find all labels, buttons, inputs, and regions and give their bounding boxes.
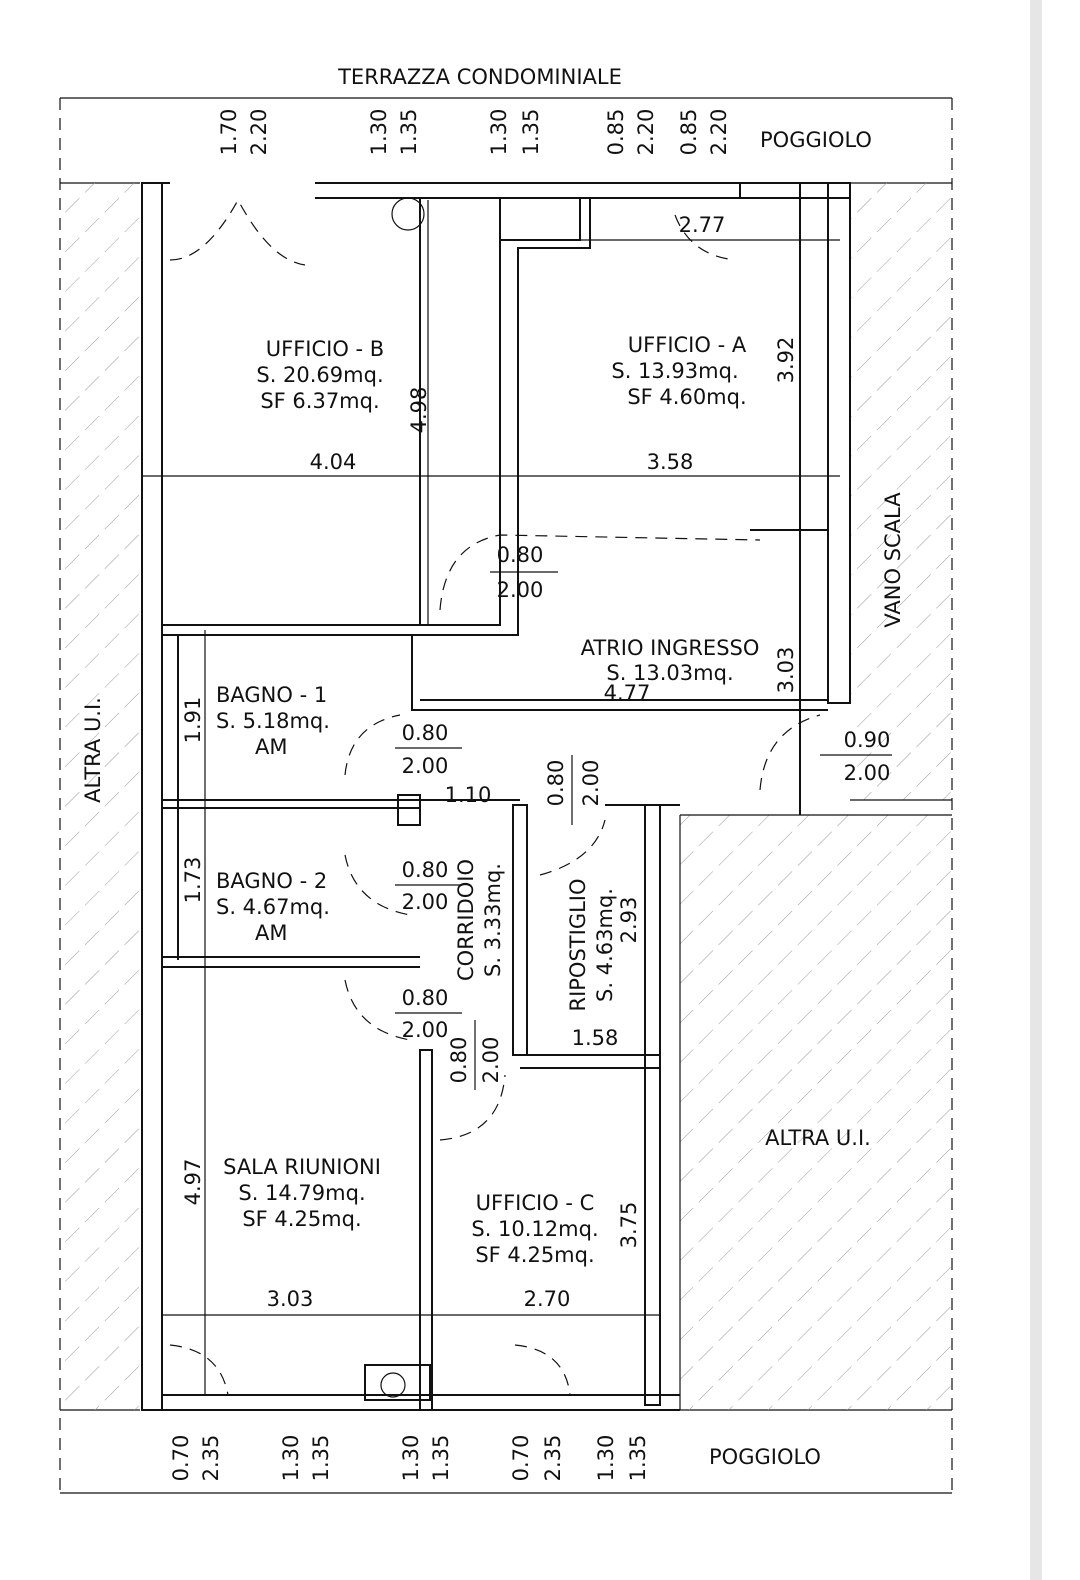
svg-text:1.35: 1.35: [397, 109, 421, 156]
hatch-right-unit: [680, 815, 952, 1410]
hatch-left-unit: [60, 183, 140, 1410]
svg-text:S. 13.03mq.: S. 13.03mq.: [606, 661, 733, 685]
svg-text:0.80: 0.80: [402, 858, 449, 882]
svg-text:2.70: 2.70: [524, 1287, 571, 1311]
svg-text:2.93: 2.93: [617, 897, 641, 944]
other-unit-right-label: ALTRA U.I.: [765, 1126, 871, 1150]
svg-text:4.77: 4.77: [604, 681, 651, 705]
svg-text:S. 14.79mq.: S. 14.79mq.: [238, 1181, 365, 1205]
svg-text:2.00: 2.00: [402, 890, 449, 914]
svg-text:3.58: 3.58: [647, 450, 694, 474]
svg-text:UFFICIO - B: UFFICIO - B: [266, 337, 384, 361]
svg-text:3.92: 3.92: [774, 337, 798, 384]
svg-text:1.70: 1.70: [217, 109, 241, 156]
svg-text:2.77: 2.77: [679, 213, 726, 237]
svg-text:1.30: 1.30: [487, 109, 511, 156]
walls: [141, 182, 851, 1411]
svg-text:1.58: 1.58: [572, 1026, 619, 1050]
svg-text:SF 4.60mq.: SF 4.60mq.: [627, 385, 746, 409]
svg-text:0.90: 0.90: [844, 728, 891, 752]
svg-text:S. 20.69mq.: S. 20.69mq.: [256, 363, 383, 387]
svg-text:0.80: 0.80: [447, 1037, 471, 1084]
svg-text:1.91: 1.91: [181, 697, 205, 744]
svg-text:AM: AM: [255, 735, 287, 759]
svg-text:4.98: 4.98: [407, 387, 431, 434]
svg-text:2.00: 2.00: [479, 1037, 503, 1084]
room-ufficio-a: UFFICIO - A S. 13.93mq. SF 4.60mq. 3.58 …: [611, 213, 798, 474]
svg-text:1.35: 1.35: [519, 109, 543, 156]
window-dims-bottom: 0.70 2.35 1.30 1.35 1.30 1.35 0.70 2.35 …: [169, 1435, 650, 1482]
svg-text:0.80: 0.80: [497, 543, 544, 567]
svg-text:2.00: 2.00: [579, 760, 603, 807]
svg-text:1.10: 1.10: [445, 783, 492, 807]
svg-text:1.30: 1.30: [399, 1435, 423, 1482]
stair-label: VANO SCALA: [881, 492, 905, 628]
svg-text:2.00: 2.00: [402, 1018, 449, 1042]
hatch-stair: [850, 183, 952, 800]
svg-text:0.80: 0.80: [544, 760, 568, 807]
window-dims-top: 1.70 2.20 1.30 1.35 1.30 1.35 0.85 2.20 …: [217, 109, 731, 156]
room-atrio: ATRIO INGRESSO S. 13.03mq. 4.77 3.03: [581, 636, 798, 705]
svg-text:CORRIDOIO: CORRIDOIO: [454, 859, 478, 981]
svg-text:UFFICIO - A: UFFICIO - A: [628, 333, 747, 357]
svg-text:2.20: 2.20: [707, 109, 731, 156]
svg-text:0.80: 0.80: [402, 986, 449, 1010]
svg-text:0.85: 0.85: [677, 109, 701, 156]
svg-text:S. 10.12mq.: S. 10.12mq.: [471, 1217, 598, 1241]
svg-text:BAGNO - 1: BAGNO - 1: [216, 683, 327, 707]
terrace-label: TERRAZZA CONDOMINIALE: [337, 65, 622, 89]
svg-text:SF 6.37mq.: SF 6.37mq.: [260, 389, 379, 413]
scrollbar[interactable]: [1030, 0, 1042, 1580]
balcony-top-label: POGGIOLO: [760, 128, 872, 152]
svg-text:RIPOSTIGLIO: RIPOSTIGLIO: [566, 878, 590, 1011]
svg-text:2.00: 2.00: [497, 578, 544, 602]
room-bagno-1: BAGNO - 1 S. 5.18mq. AM 1.91: [181, 683, 330, 759]
door-swings: [169, 198, 821, 1396]
other-unit-left-label: ALTRA U.I.: [81, 697, 105, 803]
svg-text:1.35: 1.35: [309, 1435, 333, 1482]
svg-text:2.35: 2.35: [199, 1435, 223, 1482]
svg-text:4.04: 4.04: [310, 450, 357, 474]
room-corridoio: CORRIDOIO S. 3.33mq. 1.10: [445, 783, 505, 981]
svg-text:3.03: 3.03: [774, 647, 798, 694]
svg-text:SF 4.25mq.: SF 4.25mq.: [475, 1243, 594, 1267]
svg-text:S. 4.67mq.: S. 4.67mq.: [216, 895, 330, 919]
room-bagno-2: BAGNO - 2 S. 4.67mq. AM 1.73: [181, 857, 330, 945]
svg-text:2.20: 2.20: [247, 109, 271, 156]
svg-text:2.35: 2.35: [541, 1435, 565, 1482]
svg-text:1.30: 1.30: [367, 109, 391, 156]
room-ufficio-c: UFFICIO - C S. 10.12mq. SF 4.25mq. 2.70 …: [471, 1191, 641, 1311]
svg-text:0.85: 0.85: [604, 109, 628, 156]
room-ufficio-b: UFFICIO - B S. 20.69mq. SF 6.37mq. 4.04 …: [256, 337, 431, 474]
svg-text:UFFICIO - C: UFFICIO - C: [476, 1191, 595, 1215]
svg-text:2.00: 2.00: [844, 761, 891, 785]
svg-text:1.30: 1.30: [594, 1435, 618, 1482]
svg-text:1.35: 1.35: [626, 1435, 650, 1482]
svg-text:SALA RIUNIONI: SALA RIUNIONI: [223, 1155, 381, 1179]
room-ripostiglio: RIPOSTIGLIO S. 4.63mq. 2.93 1.58: [566, 878, 641, 1050]
svg-text:0.80: 0.80: [402, 721, 449, 745]
svg-text:1.35: 1.35: [429, 1435, 453, 1482]
svg-text:SF 4.25mq.: SF 4.25mq.: [242, 1207, 361, 1231]
room-sala-riunioni: SALA RIUNIONI S. 14.79mq. SF 4.25mq. 3.0…: [181, 1155, 381, 1311]
svg-text:1.30: 1.30: [279, 1435, 303, 1482]
svg-text:3.03: 3.03: [267, 1287, 314, 1311]
svg-text:AM: AM: [255, 921, 287, 945]
balcony-bottom-label: POGGIOLO: [709, 1445, 821, 1469]
svg-text:S. 13.93mq.: S. 13.93mq.: [611, 359, 738, 383]
svg-text:BAGNO - 2: BAGNO - 2: [216, 869, 327, 893]
svg-text:4.97: 4.97: [181, 1159, 205, 1206]
svg-text:0.70: 0.70: [509, 1435, 533, 1482]
svg-text:2.00: 2.00: [402, 754, 449, 778]
svg-text:2.20: 2.20: [634, 109, 658, 156]
svg-text:3.75: 3.75: [617, 1202, 641, 1249]
svg-text:0.70: 0.70: [169, 1435, 193, 1482]
svg-text:S. 4.63mq.: S. 4.63mq.: [593, 888, 617, 1002]
svg-text:S. 3.33mq.: S. 3.33mq.: [481, 863, 505, 977]
svg-text:ATRIO INGRESSO: ATRIO INGRESSO: [581, 636, 760, 660]
svg-text:1.73: 1.73: [181, 857, 205, 904]
svg-text:S. 5.18mq.: S. 5.18mq.: [216, 709, 330, 733]
